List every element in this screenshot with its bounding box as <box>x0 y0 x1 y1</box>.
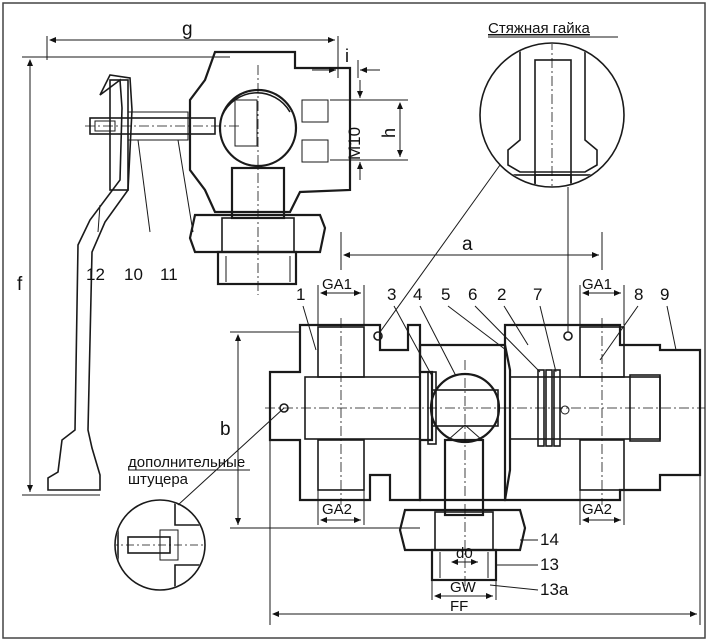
dim-ff-label: FF <box>450 598 468 615</box>
dimension-b: b <box>220 331 420 529</box>
part-11: 11 <box>160 265 178 284</box>
part-9: 9 <box>660 285 669 304</box>
dim-f-label: f <box>17 274 23 295</box>
part-6: 6 <box>468 285 477 304</box>
dim-ga2-right-label: GA2 <box>582 501 612 518</box>
part-5: 5 <box>441 285 450 304</box>
dim-h-label: h <box>379 128 399 138</box>
part-4: 4 <box>413 285 422 304</box>
dim-g-label: g <box>182 19 193 40</box>
part-8: 8 <box>634 285 643 304</box>
dim-ga2-left-label: GA2 <box>322 501 352 518</box>
dim-gw-label: GW <box>450 579 477 596</box>
part-14: 14 <box>540 530 559 549</box>
fittings-note-line2: штуцера <box>128 471 189 488</box>
dimension-bottom: d0 GW FF <box>269 440 701 625</box>
dim-a-label: a <box>462 234 473 255</box>
part-callouts-main: 1 3 4 5 6 2 7 8 9 <box>296 285 677 377</box>
dimension-m10-h: M10 h <box>330 80 408 180</box>
dim-d0-label: d0 <box>456 545 473 562</box>
part-12: 12 <box>86 265 105 284</box>
part-callouts-bottom: 14 13 13a <box>489 530 569 599</box>
dim-ga1-left-label: GA1 <box>322 276 352 293</box>
part-13a: 13a <box>540 580 569 599</box>
part-13: 13 <box>540 555 559 574</box>
part-7: 7 <box>533 285 542 304</box>
part-1: 1 <box>296 285 305 304</box>
part-10: 10 <box>124 265 143 284</box>
handle-view <box>47 50 352 491</box>
detail-additional-fittings: дополнительные штуцера <box>114 407 285 591</box>
dimension-g: g <box>46 19 339 60</box>
dim-m10-label: M10 <box>345 127 364 160</box>
detail-title: Стяжная гайка <box>488 20 591 37</box>
dimension-f: f <box>17 56 230 496</box>
part-3: 3 <box>387 285 396 304</box>
dimension-a: a <box>340 232 603 270</box>
dim-ga1-right-label: GA1 <box>582 276 612 293</box>
detail-union-nut: Стяжная гайка <box>379 20 625 333</box>
part-2: 2 <box>497 285 506 304</box>
dim-b-label: b <box>220 419 231 440</box>
dimension-ga1: GA1 GA1 <box>317 276 625 325</box>
dimension-i: i <box>312 46 380 78</box>
part-callouts-top: 12 10 11 <box>86 139 194 284</box>
dim-i-label: i <box>345 46 349 66</box>
fittings-note-line1: дополнительные <box>128 454 245 471</box>
main-section-view <box>265 318 705 590</box>
dimension-ga2: GA2 GA2 <box>317 490 625 525</box>
